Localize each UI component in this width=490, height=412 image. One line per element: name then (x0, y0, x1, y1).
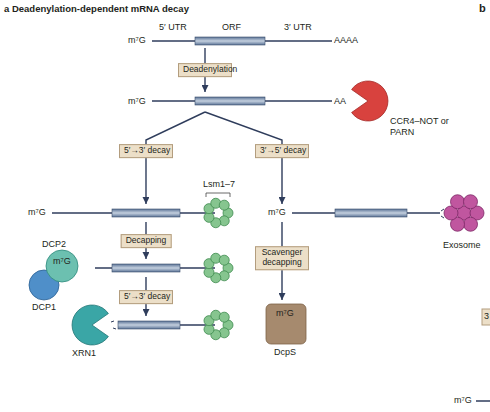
panel-label: m⁷G (454, 395, 472, 406)
deadenylase-symbol (352, 81, 388, 121)
molecule-label: Exosome (443, 240, 481, 251)
molecule-label: m⁷G (128, 35, 146, 46)
lsm-ring (204, 310, 233, 340)
molecule-label: m⁷G (28, 207, 46, 218)
panel-label: 3 (484, 311, 489, 322)
molecule-label: m⁷G (276, 308, 294, 319)
mrna-complex: m⁷GLsm1–7 (28, 204, 240, 222)
panel-label: b (479, 2, 486, 15)
mrna-complex: DCP2m⁷GDCP1 (95, 259, 240, 277)
molecule-label: AA (334, 96, 346, 107)
molecule-label: 3′ UTR (284, 22, 312, 33)
molecule-label: Lsm1–7 (203, 179, 235, 190)
orf-box (195, 37, 265, 45)
mrna-complex: m⁷GAACCR4–NOT or PARN (128, 92, 360, 112)
orf-box (195, 97, 265, 105)
lsm-ring (204, 253, 233, 283)
orf-box (112, 209, 180, 217)
orf-box (335, 209, 407, 217)
bracket (206, 193, 230, 197)
mrna-complex: m⁷GExosome (268, 204, 440, 222)
step-box: 5′→3′ decay (119, 144, 173, 158)
rna-fragment (111, 321, 114, 322)
mrna-complex: m⁷G 5′ UTR ORF 3′ UTR AAAA (128, 20, 360, 48)
molecule-label: DCP1 (32, 302, 56, 313)
rna-fragment (441, 209, 444, 211)
exosome-symbol (444, 195, 484, 232)
molecule-label: m⁷G (128, 96, 146, 107)
step-box: Decapping (121, 234, 172, 248)
figure-title: a Deadenylation-dependent mRNA decay (4, 3, 189, 14)
step-box: 3′→5′ decay (255, 144, 309, 158)
mrna-strand (476, 400, 490, 402)
process-arrow (146, 112, 205, 204)
step-box: 5′→3′ decay (119, 290, 173, 304)
rna-fragment (441, 216, 444, 218)
step-box: Scavenger decapping (255, 246, 309, 270)
mrna-complex: m⁷GDcpS (262, 300, 308, 346)
molecule-label: DcpS (274, 347, 296, 358)
molecule-label: m⁷G (268, 207, 286, 218)
step-box-fragment (482, 309, 490, 325)
molecule-label: CCR4–NOT or PARN (390, 116, 452, 138)
dcps-symbol (266, 304, 306, 344)
orf-box (112, 264, 180, 272)
orf-box (118, 321, 180, 329)
molecule-label: 5′ UTR (159, 22, 187, 33)
exonuclease-symbol (72, 305, 108, 345)
step-box: Deadenylation (178, 63, 232, 77)
dcp2-symbol (46, 250, 78, 282)
rna-fragment (113, 328, 116, 329)
molecule-label: m⁷G (53, 256, 71, 267)
lsm-ring (204, 198, 233, 228)
process-arrow (205, 112, 282, 204)
molecule-label: ORF (222, 22, 241, 33)
molecule-label: XRN1 (72, 348, 96, 359)
molecule-label: AAAA (334, 35, 358, 46)
molecule-label: DCP2 (42, 239, 66, 250)
mrna-complex: XRN1 (100, 316, 240, 334)
